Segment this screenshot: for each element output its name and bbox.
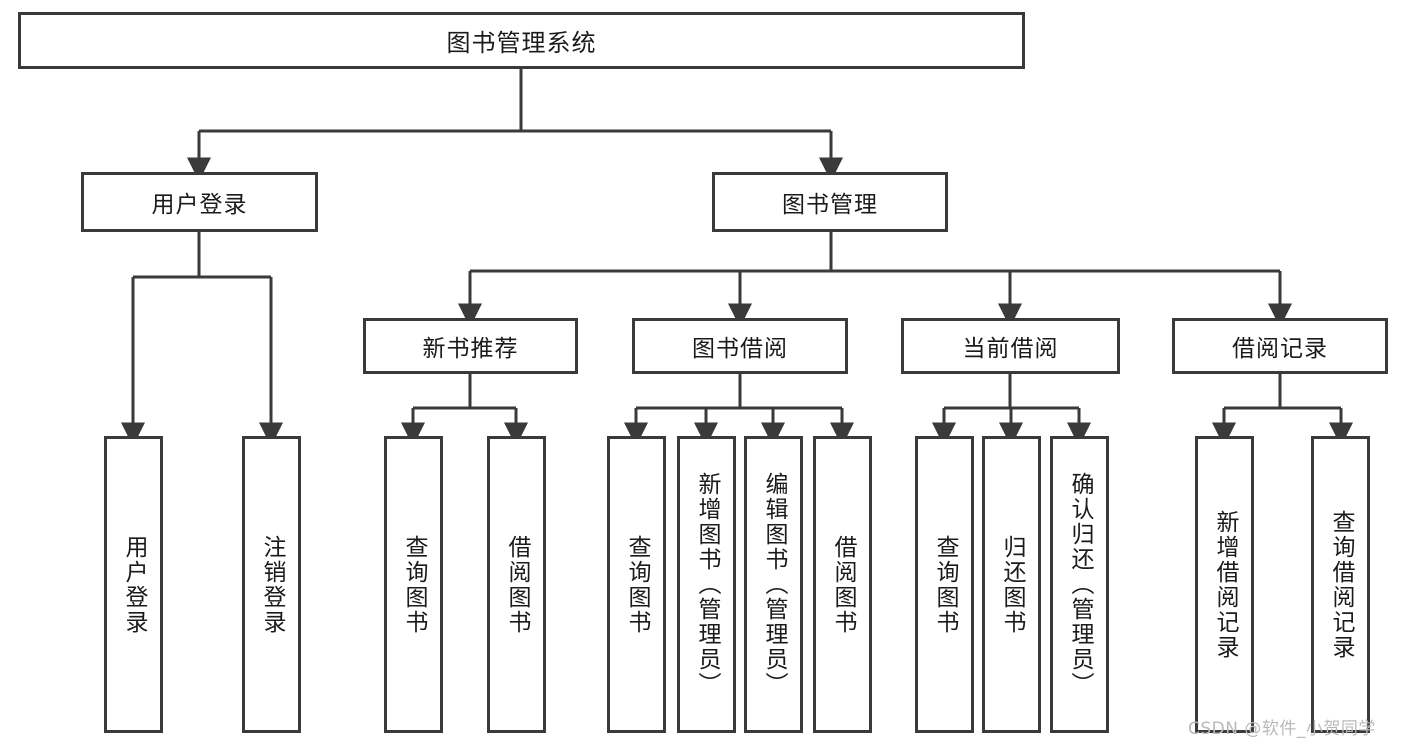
node-label: 确认归还（管理员） bbox=[1067, 472, 1093, 697]
node-label: 用户登录 bbox=[121, 534, 147, 635]
node-label: 借阅图书 bbox=[830, 534, 856, 635]
leaf-current-borrow-return-books[interactable]: 归还图书 bbox=[982, 436, 1041, 733]
node-label: 查询借阅记录 bbox=[1328, 509, 1354, 660]
node-label: 查询图书 bbox=[932, 534, 958, 635]
node-root-book-management-system[interactable]: 图书管理系统 bbox=[18, 12, 1025, 69]
node-book-borrow[interactable]: 图书借阅 bbox=[632, 318, 848, 374]
leaf-book-borrow-borrow-books[interactable]: 借阅图书 bbox=[813, 436, 872, 733]
node-label: 新增图书（管理员） bbox=[694, 472, 720, 697]
node-label: 图书借阅 bbox=[692, 336, 788, 362]
leaf-book-borrow-query-books[interactable]: 查询图书 bbox=[607, 436, 666, 733]
watermark-csdn: CSDN @软件_小贺同学 bbox=[1188, 719, 1376, 739]
leaf-borrow-record-add-record[interactable]: 新增借阅记录 bbox=[1195, 436, 1254, 733]
node-label: 编辑图书（管理员） bbox=[761, 472, 787, 697]
node-borrow-record[interactable]: 借阅记录 bbox=[1172, 318, 1388, 374]
node-label: 查询图书 bbox=[401, 534, 427, 635]
node-label: 图书管理 bbox=[782, 192, 878, 218]
node-label: 新书推荐 bbox=[422, 336, 519, 362]
node-label: 新增借阅记录 bbox=[1212, 509, 1238, 660]
node-label: 查询图书 bbox=[624, 534, 650, 635]
leaf-user-login-login[interactable]: 用户登录 bbox=[104, 436, 163, 733]
node-label: 借阅图书 bbox=[504, 534, 530, 635]
leaf-book-borrow-edit-book-admin[interactable]: 编辑图书（管理员） bbox=[744, 436, 803, 733]
node-new-book-recommend[interactable]: 新书推荐 bbox=[363, 318, 578, 374]
node-label: 用户登录 bbox=[151, 192, 248, 218]
leaf-new-book-borrow-books[interactable]: 借阅图书 bbox=[487, 436, 546, 733]
node-label: 当前借阅 bbox=[962, 336, 1059, 362]
node-label: 注销登录 bbox=[259, 534, 285, 635]
leaf-current-borrow-query-books[interactable]: 查询图书 bbox=[915, 436, 974, 733]
leaf-user-login-logout[interactable]: 注销登录 bbox=[242, 436, 301, 733]
leaf-book-borrow-add-book-admin[interactable]: 新增图书（管理员） bbox=[677, 436, 736, 733]
leaf-borrow-record-query-record[interactable]: 查询借阅记录 bbox=[1311, 436, 1370, 733]
node-user-login[interactable]: 用户登录 bbox=[81, 172, 318, 232]
node-label: 图书管理系统 bbox=[446, 29, 597, 57]
node-book-management[interactable]: 图书管理 bbox=[712, 172, 948, 232]
node-label: 归还图书 bbox=[999, 534, 1025, 635]
node-current-borrow[interactable]: 当前借阅 bbox=[901, 318, 1120, 374]
leaf-new-book-query-books[interactable]: 查询图书 bbox=[384, 436, 443, 733]
leaf-current-borrow-confirm-return-admin[interactable]: 确认归还（管理员） bbox=[1050, 436, 1109, 733]
node-label: 借阅记录 bbox=[1232, 336, 1328, 362]
